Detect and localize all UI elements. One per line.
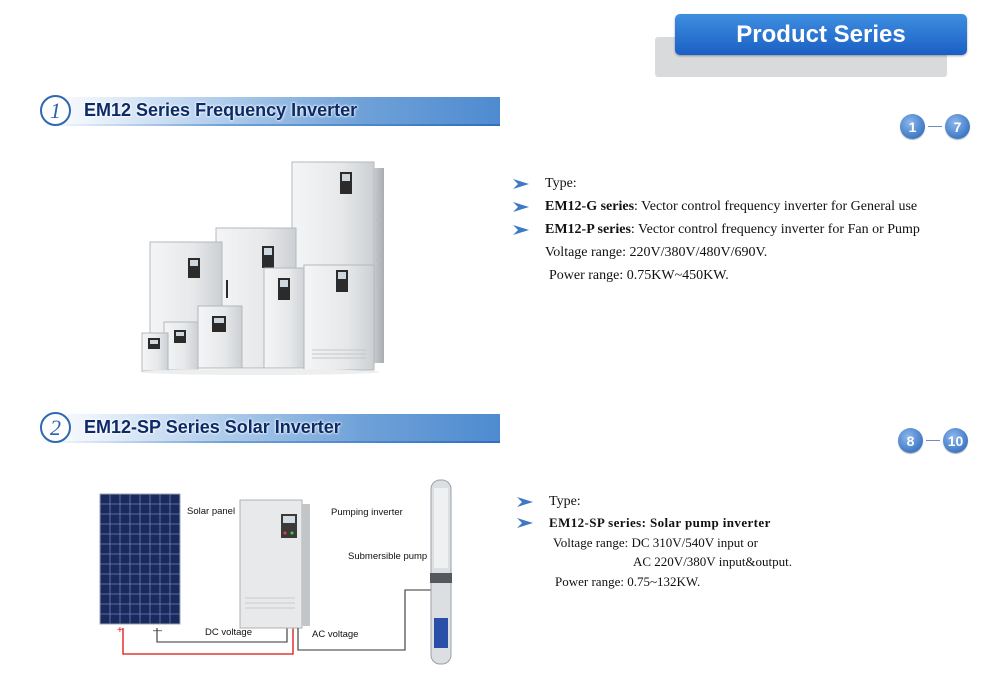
bullet-arrow-icon	[517, 497, 533, 507]
solar-panel-image	[99, 493, 181, 625]
pumping-inverter-label: Pumping inverter	[331, 507, 403, 518]
p-series-line: EM12-P series: Vector control frequency …	[513, 218, 920, 241]
submersible-pump-label: Submersible pump	[348, 551, 427, 562]
voltage-range-line-1: Voltage range: DC 310V/540V input or	[553, 534, 758, 550]
type-line: Type:	[513, 172, 920, 195]
p-series-desc: : Vector control frequency inverter for …	[630, 222, 920, 237]
voltage-range: Voltage range: 220V/380V/480V/690V.	[545, 245, 768, 260]
range-end: 10	[943, 428, 968, 453]
ac-voltage-label: AC voltage	[312, 629, 358, 640]
type-label: Type:	[545, 176, 577, 191]
range-start: 1	[900, 114, 925, 139]
section-1-header: 1 EM12 Series Frequency Inverter	[40, 95, 500, 126]
section-1-number: 1	[40, 95, 71, 126]
section-2-header: 2 EM12-SP Series Solar Inverter	[40, 412, 500, 443]
submersible-pump-image	[430, 479, 452, 665]
section-2-page-range: 8 10	[898, 428, 968, 453]
bullet-arrow-icon	[517, 517, 533, 528]
range-start: 8	[898, 428, 923, 453]
sp-series-name: EM12-SP series: Solar pump inverter	[549, 515, 771, 530]
g-series-name: EM12-G series	[545, 199, 635, 214]
dc-voltage-label: DC voltage	[205, 627, 252, 638]
section-2-number: 2	[40, 412, 71, 443]
section-2-title: EM12-SP Series Solar Inverter	[84, 417, 341, 437]
page-title: Product Series	[675, 14, 967, 55]
solar-pump-system-diagram: Solar panel + — DC voltage Pumping inver…	[99, 479, 452, 665]
g-series-line: EM12-G series: Vector control frequency …	[513, 195, 920, 218]
bullet-arrow-icon	[513, 224, 529, 235]
frequency-inverter-product-image	[140, 161, 384, 375]
bullet-arrow-icon	[513, 201, 529, 212]
plus-sign: +	[117, 625, 123, 636]
section-1-page-range: 1 7	[900, 114, 970, 139]
pumping-inverter-image	[239, 499, 310, 629]
range-end: 7	[945, 114, 970, 139]
solar-panel-label: Solar panel	[187, 506, 235, 517]
type-line: Type:	[517, 491, 792, 513]
power-range: Power range: 0.75~132KW.	[555, 573, 701, 589]
bullet-arrow-icon	[513, 178, 529, 189]
section-2-description: Type: EM12-SP series: Solar pump inverte…	[517, 491, 792, 591]
type-label: Type:	[549, 494, 581, 509]
voltage-range-line-2: AC 220V/380V input&output.	[633, 554, 793, 569]
section-1-description: Type: EM12-G series: Vector control freq…	[513, 172, 920, 287]
g-series-desc: : Vector control frequency inverter for …	[634, 199, 918, 214]
power-range: Power range: 0.75KW~450KW.	[549, 268, 729, 283]
section-1-title: EM12 Series Frequency Inverter	[84, 100, 358, 120]
p-series-name: EM12-P series	[545, 222, 631, 237]
sp-series-line: EM12-SP series: Solar pump inverter	[517, 513, 792, 533]
